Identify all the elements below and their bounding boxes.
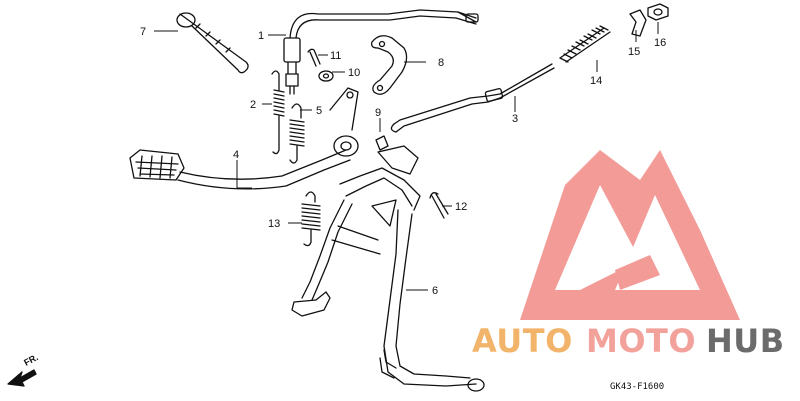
watermark-text: AUTO MOTO HUB [472,322,785,360]
part-3-brake-rod [390,63,555,133]
label-9: 9 [375,107,381,119]
label-3: 3 [512,113,518,125]
part-15-joint [629,9,647,37]
label-14: 14 [590,75,602,87]
label-5: 5 [316,105,322,117]
label-11: 11 [330,50,341,62]
label-6: 6 [432,285,438,297]
watermark-auto: AUTO [472,322,573,360]
part-13-spring [301,191,321,247]
label-1: 1 [258,30,264,42]
label-10: 10 [348,67,360,79]
label-2: 2 [250,99,256,111]
label-16: 16 [654,37,666,49]
part-labels: 7 1 11 10 8 2 5 3 9 4 12 13 6 14 15 16 [140,26,666,297]
watermark-logo [520,150,740,320]
part-11-cotter-pin [307,48,321,67]
part-6-main-stand [291,145,485,392]
label-12: 12 [455,201,467,213]
part-7-pivot-shaft [176,12,249,74]
label-4: 4 [233,149,239,161]
part-5-spring [289,103,305,164]
part-2-spring [271,70,285,155]
part-14-brake-spring [559,25,611,63]
part-9-stopper [375,135,389,151]
part-10-washer [318,70,334,82]
front-arrow-icon [7,369,37,387]
label-7: 7 [140,26,146,38]
leader-lines [154,22,659,291]
watermark-hub: HUB [706,322,785,360]
part-8-bracket [370,35,408,95]
part-4-brake-pedal [129,87,359,190]
watermark-moto: MOTO [586,322,696,360]
part-12-cotter-pin [429,192,449,219]
front-marker: FR. [22,352,39,368]
part-1-stop-switch [283,9,479,95]
diagram-code: GK43-F1600 [610,382,664,392]
part-16-adjusting-nut [647,3,669,21]
label-13: 13 [268,218,280,230]
label-15: 15 [628,46,640,58]
label-8: 8 [438,57,444,69]
